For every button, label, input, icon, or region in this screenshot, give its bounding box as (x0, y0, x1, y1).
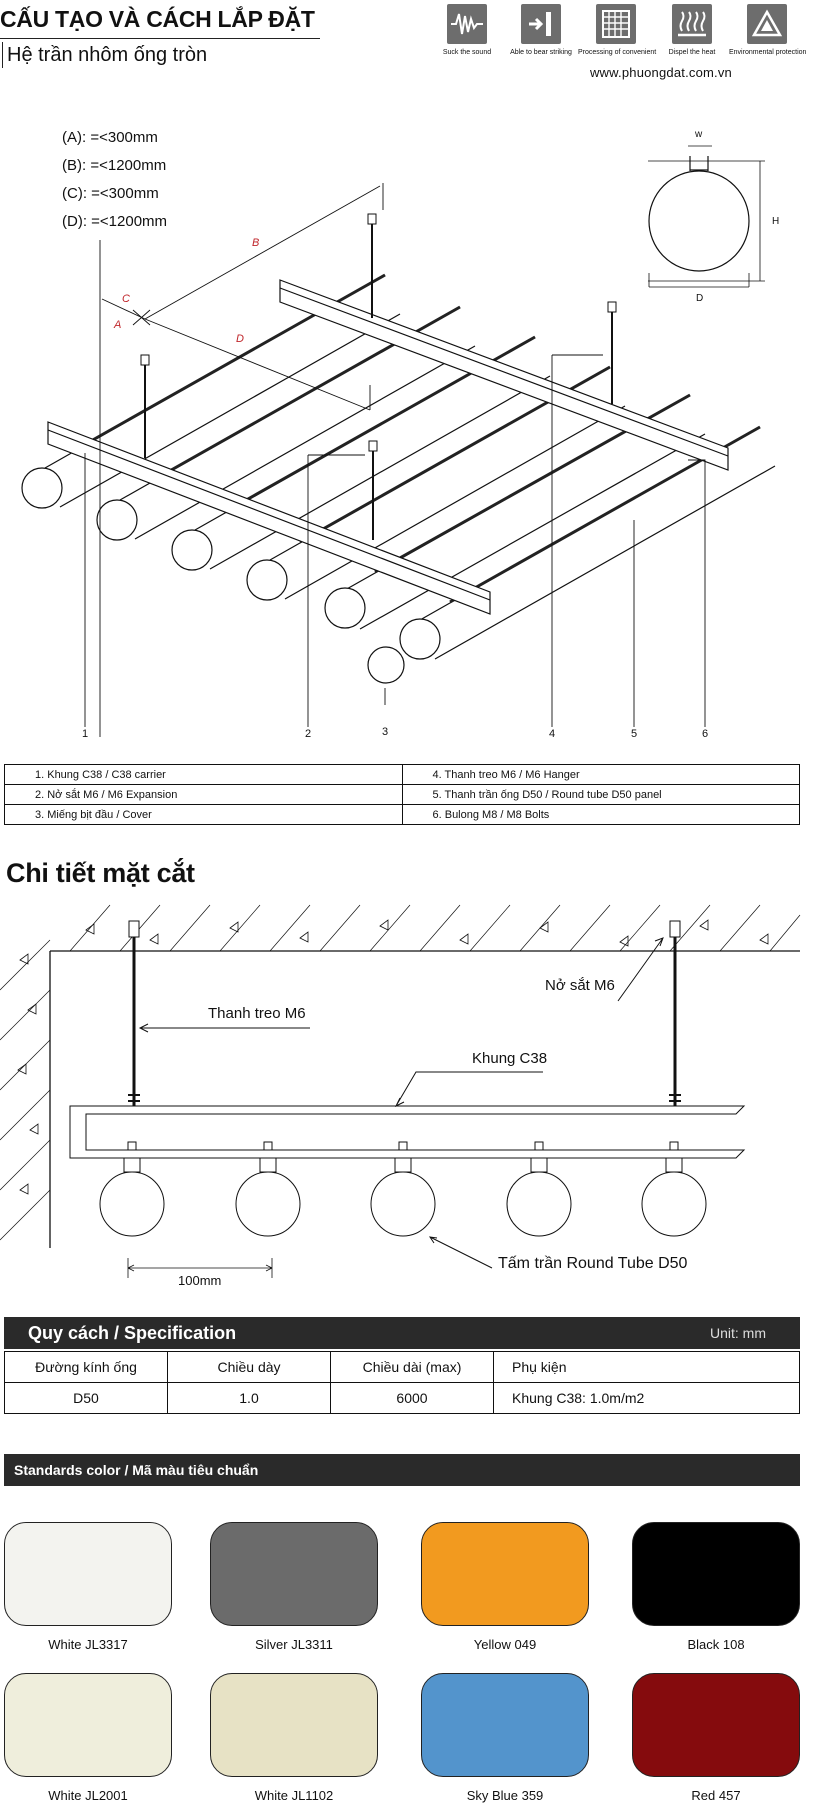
feature-environmental: Environmental protection (729, 4, 806, 56)
callout-4: 4 (549, 728, 555, 740)
swatch-box (210, 1522, 378, 1626)
feature-processing: Processing of convenient (578, 4, 656, 56)
color-swatch[interactable]: White JL2001 (4, 1673, 172, 1803)
swatch-name: Yellow 049 (473, 1637, 537, 1652)
color-swatch[interactable]: Red 457 (632, 1673, 800, 1803)
label-panel: Tấm trần Round Tube D50 (498, 1255, 688, 1272)
table-cell: D50 (4, 1382, 168, 1414)
c38-carriers (47, 279, 729, 615)
callout-5: 5 (631, 728, 637, 740)
swatch-box (4, 1673, 172, 1777)
spec-title: Quy cách / Specification (28, 1323, 237, 1343)
swatch-name: Silver JL3311 (255, 1637, 333, 1652)
tube-detail (648, 145, 765, 288)
color-swatch[interactable]: Yellow 049 (421, 1522, 589, 1652)
color-swatch[interactable]: Sky Blue 359 (421, 1673, 589, 1803)
label-expansion: Nở sắt M6 (545, 977, 615, 994)
sound-wave-icon (447, 4, 487, 44)
table-cell: 1.0 (167, 1382, 331, 1414)
legend-cell: 6. Bulong M8 / M8 Bolts (401, 804, 800, 825)
feature-suck-sound: Suck the sound (429, 4, 505, 56)
colors-header-bar: Standards color / Mã màu tiêu chuẩn (4, 1454, 800, 1486)
table-row: 1. Khung C38 / C38 carrier 4. Thanh treo… (4, 764, 800, 785)
color-swatch[interactable]: Black 108 (632, 1522, 800, 1652)
page-title: CẤU TẠO VÀ CÁCH LẮP ĐẶT (0, 6, 315, 32)
spec-unit: Unit: mm (710, 1325, 766, 1341)
legend-cell: 4. Thanh treo M6 / M6 Hanger (401, 764, 800, 785)
dim-label-b: B (252, 237, 259, 249)
swatch-name: White JL1102 (254, 1788, 334, 1803)
table-row: 2. Nở sắt M6 / M6 Expansion 5. Thanh trầ… (4, 784, 800, 805)
callout-6: 6 (702, 728, 708, 740)
section-hangers (128, 920, 681, 1108)
grid-icon (596, 4, 636, 44)
parts-legend-table: 1. Khung C38 / C38 carrier 4. Thanh treo… (4, 764, 800, 825)
page-subtitle: Hệ trần nhôm ống tròn (2, 42, 207, 68)
dimension-b: (B): =<1200mm (62, 157, 167, 174)
swatch-box (421, 1673, 589, 1777)
title-divider (0, 38, 320, 39)
table-header-row: Đường kính ống Chiều dày Chiều dài (max)… (4, 1351, 800, 1383)
table-row: 3. Miếng bịt đầu / Cover 6. Bulong M8 / … (4, 804, 800, 825)
installation-diagram: A B C D 1 2 3 4 5 6 w H D (21, 129, 779, 740)
color-swatch[interactable]: Silver JL3311 (210, 1522, 378, 1652)
swatch-box (421, 1522, 589, 1626)
website-link[interactable]: www.phuongdat.com.vn (589, 65, 732, 80)
swatch-name: White JL3317 (48, 1637, 128, 1652)
spec-header-bar: Quy cách / Specification Unit: mm (4, 1317, 800, 1349)
dim-label-c: C (122, 293, 130, 305)
label-spacing: 100mm (178, 1273, 221, 1288)
swatch-name: White JL2001 (48, 1788, 128, 1803)
swatch-name: Red 457 (691, 1788, 741, 1803)
legend-cell: 1. Khung C38 / C38 carrier (4, 764, 403, 785)
detail-label-d: D (696, 293, 703, 304)
swatch-box (4, 1522, 172, 1626)
table-cell: Khung C38: 1.0m/m2 (493, 1382, 800, 1414)
dimension-d: (D): =<1200mm (62, 213, 168, 230)
dim-label-d: D (236, 333, 244, 345)
dim-label-a: A (113, 319, 121, 331)
detail-label-w: w (694, 129, 703, 140)
color-swatch[interactable]: White JL3317 (4, 1522, 172, 1652)
dimension-a: (A): =<300mm (62, 129, 158, 146)
column-header: Chiều dày (167, 1351, 331, 1383)
dimension-c: (C): =<300mm (62, 185, 159, 202)
swatch-name: Sky Blue 359 (466, 1788, 544, 1803)
column-header: Phụ kiện (493, 1351, 800, 1383)
color-swatch[interactable]: White JL1102 (210, 1673, 378, 1803)
table-row: D50 1.0 6000 Khung C38: 1.0m/m2 (4, 1382, 800, 1414)
legend-cell: 3. Miếng bịt đầu / Cover (4, 804, 403, 825)
callout-1: 1 (82, 728, 88, 740)
legend-cell: 2. Nở sắt M6 / M6 Expansion (4, 784, 403, 805)
recycle-icon (747, 4, 787, 44)
column-header: Đường kính ống (4, 1351, 168, 1383)
legend-cell: 5. Thanh trần ống D50 / Round tube D50 p… (401, 784, 800, 805)
column-header: Chiều dài (max) (330, 1351, 494, 1383)
table-cell: 6000 (330, 1382, 494, 1414)
colors-title: Standards color / Mã màu tiêu chuẩn (14, 1462, 259, 1478)
section-tubes (99, 1141, 707, 1237)
dimension-list: (A): =<300mm (B): =<1200mm (C): =<300mm … (62, 124, 167, 236)
section-carrier (69, 1105, 746, 1159)
swatch-box (632, 1522, 800, 1626)
strike-bar-icon (521, 4, 561, 44)
swatch-box (210, 1673, 378, 1777)
heat-icon (672, 4, 712, 44)
callout-3: 3 (382, 726, 388, 738)
spec-table: Đường kính ống Chiều dày Chiều dài (max)… (4, 1351, 800, 1414)
section-diagram: Thanh treo M6 Nở sắt M6 Khung C38 Tấm tr… (0, 904, 801, 1288)
swatch-box (632, 1673, 800, 1777)
detail-label-h: H (772, 216, 779, 227)
label-hanger: Thanh treo M6 (208, 1005, 306, 1022)
section-title: Chi tiết mặt cắt (6, 858, 195, 888)
label-carrier: Khung C38 (472, 1050, 547, 1067)
feature-bear-striking: Able to bear striking (503, 4, 579, 56)
swatch-name: Black 108 (687, 1637, 745, 1652)
hanger-rods (140, 213, 617, 540)
callout-2: 2 (305, 728, 311, 740)
feature-dispel-heat: Dispel the heat (654, 4, 730, 56)
